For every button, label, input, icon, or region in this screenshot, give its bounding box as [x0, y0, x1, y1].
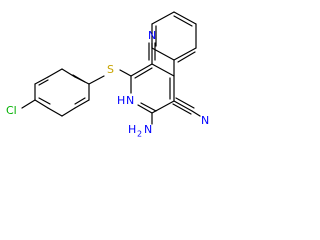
bond — [151, 11, 175, 25]
amino-h-label: H — [128, 123, 136, 136]
ring-nh-h-label: H — [117, 94, 125, 107]
bond — [151, 63, 175, 77]
amino-n-label: N — [144, 123, 152, 136]
bond — [130, 63, 153, 77]
bond — [177, 51, 196, 63]
bond — [173, 15, 193, 27]
bond — [137, 104, 153, 114]
bond — [151, 47, 175, 61]
bond — [34, 99, 49, 109]
bond — [140, 102, 157, 112]
bond — [173, 47, 197, 61]
bond — [47, 68, 63, 78]
nitrile-bottom-n-label: N — [201, 114, 209, 127]
bond — [38, 97, 51, 105]
bond — [88, 75, 105, 85]
pyridine-ring — [130, 63, 175, 114]
bond — [173, 100, 193, 112]
sulfur-label: S — [107, 63, 114, 76]
bond — [34, 76, 49, 85]
nitrile-top-n-label: N — [148, 29, 156, 42]
bond — [72, 74, 86, 83]
bond — [119, 69, 132, 77]
bond — [173, 11, 197, 25]
bond — [74, 97, 86, 105]
bond — [47, 107, 63, 117]
bond — [61, 68, 76, 78]
bond — [134, 67, 153, 79]
phenyl-ring — [151, 11, 197, 77]
bond — [175, 97, 195, 109]
bond — [191, 110, 201, 117]
chlorophenyl-ring — [21, 68, 105, 117]
amino-h-subscript: 2 — [137, 130, 142, 139]
bond — [74, 99, 90, 109]
chemical-structure: S Cl H N H 2 N N N — [6, 11, 209, 139]
bond — [61, 107, 76, 117]
chlorine-label: Cl — [6, 104, 17, 117]
bond — [172, 103, 192, 115]
bond — [21, 99, 36, 109]
ring-n-label: N — [126, 94, 134, 107]
nitrile-bottom — [172, 97, 201, 117]
bond — [38, 79, 49, 86]
